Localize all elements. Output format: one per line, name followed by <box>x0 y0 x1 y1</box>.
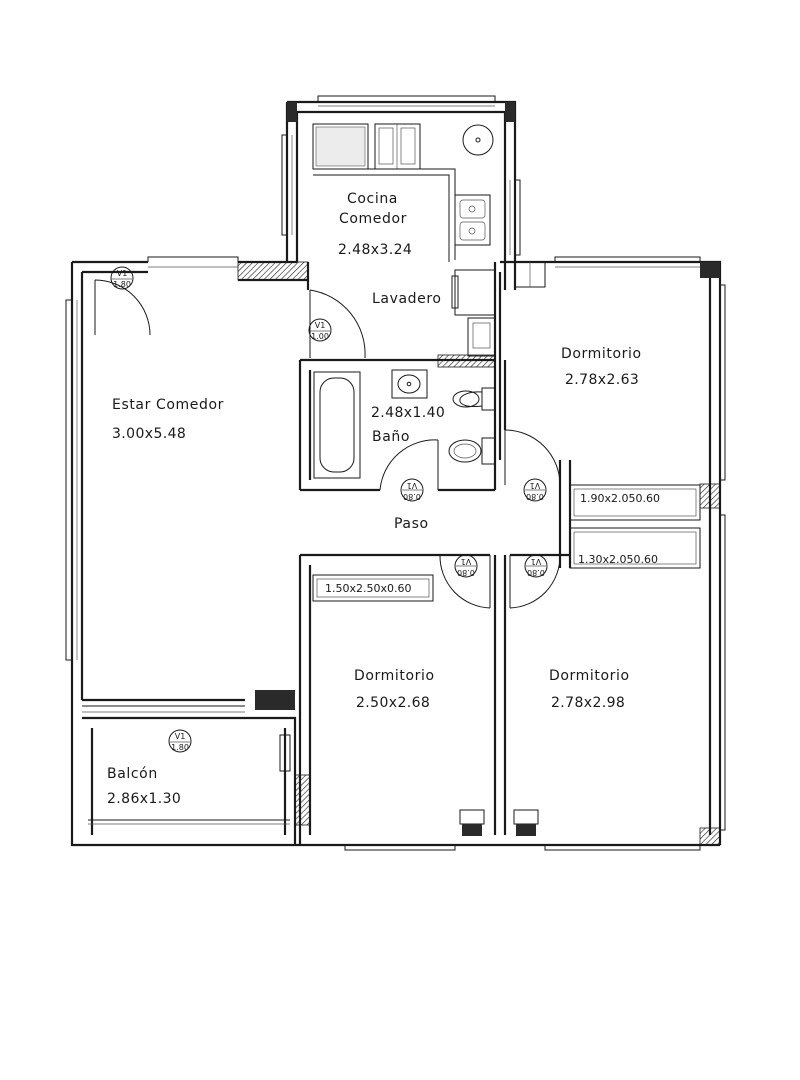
room-label-cocina-1: Cocina <box>347 191 398 207</box>
svg-text:V1: V1 <box>407 481 418 490</box>
svg-text:1.00: 1.00 <box>311 332 329 341</box>
room-dims-dormitorio-3: 2.78x2.98 <box>551 695 625 711</box>
kitchen-fixtures <box>312 123 496 357</box>
svg-text:V1: V1 <box>175 732 186 741</box>
room-dims-balcon: 2.86x1.30 <box>107 791 181 807</box>
door-tag: V1 1.00 <box>308 318 332 342</box>
room-dims-dormitorio-1: 2.78x2.63 <box>565 372 639 388</box>
door-swings <box>94 279 561 609</box>
svg-text:0.80: 0.80 <box>403 492 421 501</box>
door-tag: V1 0.80 <box>454 554 478 578</box>
closet-label-1: 1.90x2.050.60 <box>580 492 660 505</box>
closet-label-2: 1.30x2.050.60 <box>578 553 658 566</box>
closet-label-3: 1.50x2.50x0.60 <box>325 582 412 595</box>
room-dims-estar: 3.00x5.48 <box>112 426 186 442</box>
room-label-bano: Baño <box>372 429 410 445</box>
room-dims-dormitorio-2: 2.50x2.68 <box>356 695 430 711</box>
room-label-balcon: Balcón <box>107 766 158 782</box>
door-tag: V1 0.80 <box>523 478 547 502</box>
room-label-paso: Paso <box>394 516 429 532</box>
svg-text:V1: V1 <box>531 557 542 566</box>
svg-text:0.80: 0.80 <box>527 568 545 577</box>
svg-text:V1: V1 <box>117 269 128 278</box>
walls <box>65 95 726 851</box>
door-tag: V1 0.80 <box>400 478 424 502</box>
room-label-lavadero: Lavadero <box>372 291 442 307</box>
bath-fixtures <box>313 369 496 479</box>
door-tag: V1 0.80 <box>524 554 548 578</box>
svg-text:1.80: 1.80 <box>113 280 131 289</box>
svg-text:V1: V1 <box>315 321 326 330</box>
room-label-cocina-2: Comedor <box>339 211 407 227</box>
svg-text:0.80: 0.80 <box>526 492 544 501</box>
room-label-dormitorio-1: Dormitorio <box>561 346 642 362</box>
room-dims-bano: 2.48x1.40 <box>371 405 445 421</box>
svg-text:0.80: 0.80 <box>457 568 475 577</box>
svg-text:V1: V1 <box>530 481 541 490</box>
room-label-dormitorio-2: Dormitorio <box>354 668 435 684</box>
room-label-estar: Estar Comedor <box>112 397 224 413</box>
room-dims-cocina: 2.48x3.24 <box>338 242 412 258</box>
door-tag: V1 1.80 <box>110 266 134 290</box>
door-tag: V1 1.80 <box>168 729 192 753</box>
svg-text:V1: V1 <box>461 557 472 566</box>
svg-text:1.80: 1.80 <box>171 743 189 752</box>
room-label-dormitorio-3: Dormitorio <box>549 668 630 684</box>
